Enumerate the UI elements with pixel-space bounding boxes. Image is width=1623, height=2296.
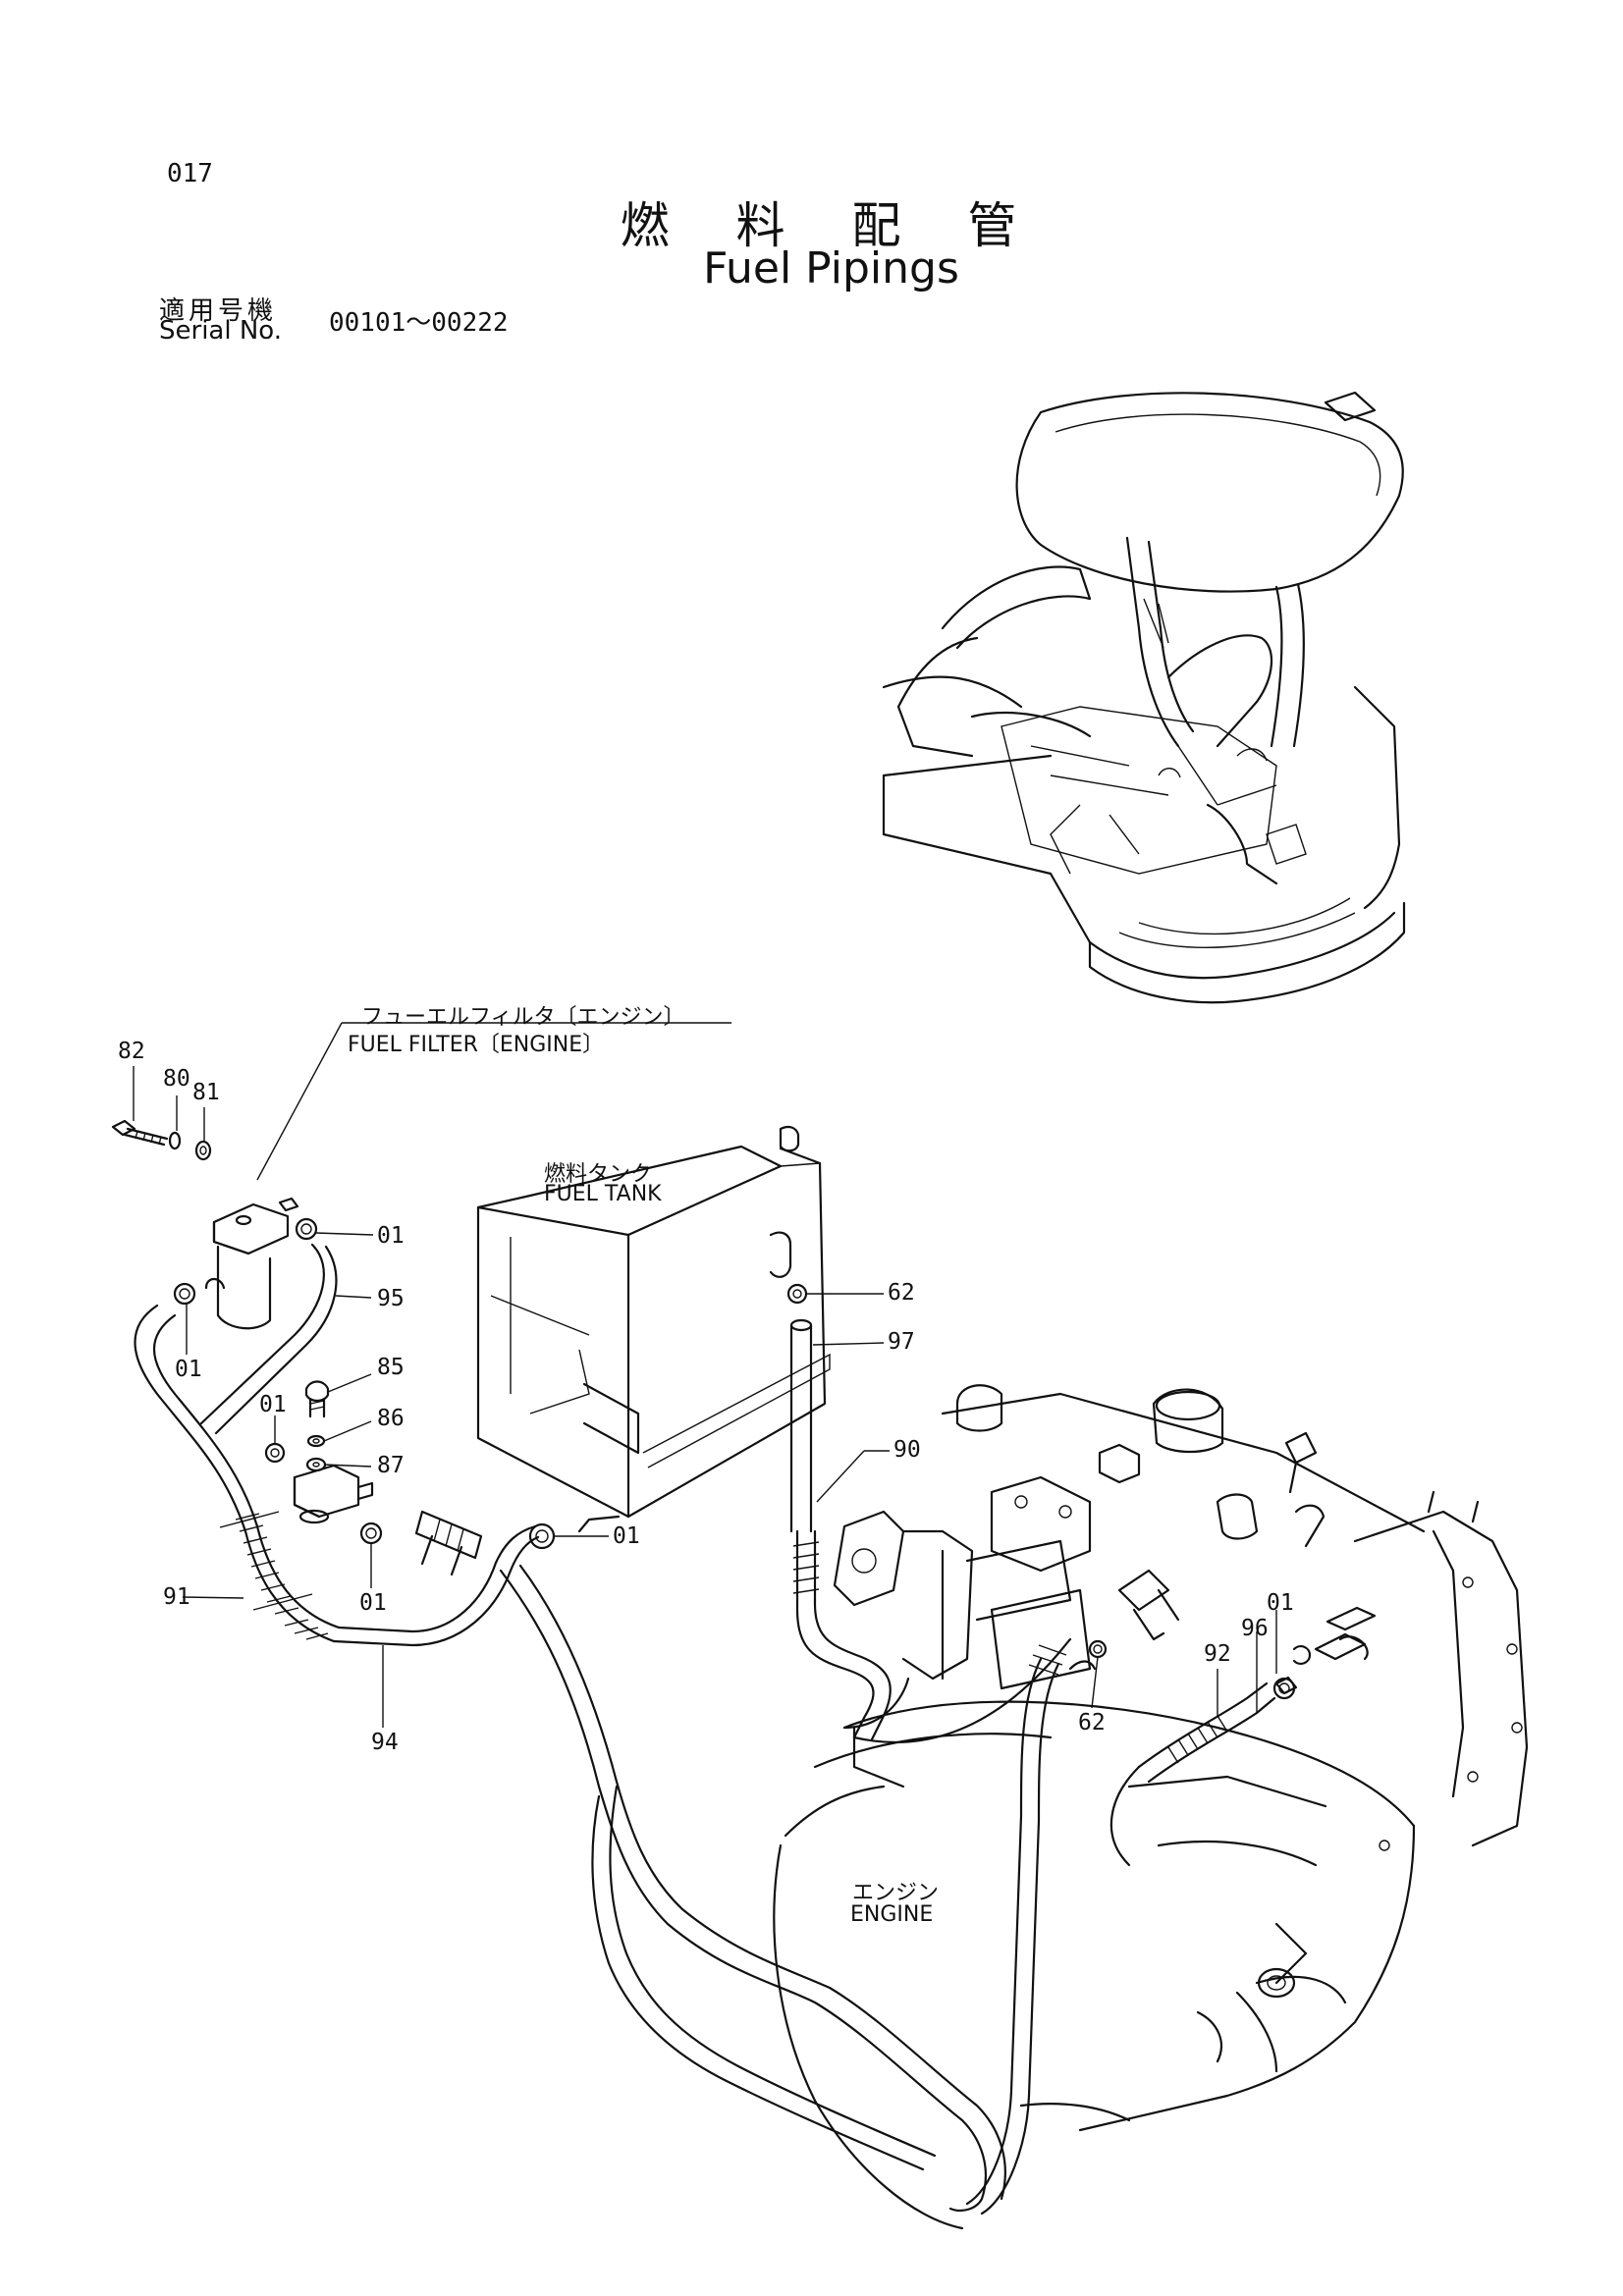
- callout-01-tank: 01: [613, 1523, 640, 1549]
- callout-96: 96: [1241, 1616, 1269, 1641]
- callout-01-bracket: 01: [259, 1392, 287, 1417]
- fuel-tank-label-japanese: 燃料タンク: [544, 1162, 653, 1187]
- callout-95: 95: [377, 1286, 405, 1311]
- callout-94: 94: [371, 1730, 399, 1755]
- fuel-filter-label-japanese: フューエルフィルタ〔エンジン〕: [361, 1005, 685, 1030]
- callout-62-engine: 62: [1078, 1710, 1106, 1735]
- fuel-filter-drawing: [111, 1119, 556, 1550]
- callout-01-filter-left: 01: [175, 1357, 202, 1382]
- fuel-tank-label-english: FUEL TANK: [544, 1182, 662, 1206]
- callout-81: 81: [192, 1080, 220, 1105]
- callout-01-engine: 01: [1267, 1590, 1294, 1616]
- fuel-tank-drawing: [476, 1125, 831, 1533]
- callout-62-tank: 62: [888, 1280, 915, 1306]
- title-japanese: 燃 料 配 管: [620, 197, 1043, 254]
- serial-label-english: Serial No.: [159, 316, 282, 346]
- callout-92: 92: [1204, 1641, 1231, 1667]
- callout-01-filter-top: 01: [377, 1223, 405, 1249]
- callout-86: 86: [377, 1406, 405, 1431]
- label-leaders: [256, 1022, 731, 1181]
- engine-label-english: ENGINE: [850, 1902, 934, 1927]
- callout-87: 87: [377, 1453, 405, 1478]
- machine-overview-drawing: [882, 391, 1406, 1004]
- engine-label-japanese: エンジン: [852, 1881, 940, 1905]
- callout-80: 80: [163, 1066, 190, 1092]
- page-number: 017: [167, 159, 213, 188]
- serial-label-japanese: 適用号機: [159, 296, 278, 326]
- serial-range: 00101～00222: [329, 308, 509, 338]
- callout-leaders: [133, 1066, 1277, 1728]
- callout-90: 90: [893, 1437, 921, 1463]
- fuel-filter-label-english: FUEL FILTER〔ENGINE〕: [348, 1033, 605, 1057]
- callout-85: 85: [377, 1355, 405, 1380]
- engine-drawing: [773, 1384, 1529, 2230]
- callout-82: 82: [118, 1039, 145, 1064]
- fuel-hoses: [134, 1243, 1276, 2216]
- title-english: Fuel Pipings: [703, 243, 959, 294]
- callout-01-lower: 01: [359, 1590, 387, 1616]
- callout-97: 97: [888, 1329, 915, 1355]
- callout-91: 91: [163, 1584, 190, 1610]
